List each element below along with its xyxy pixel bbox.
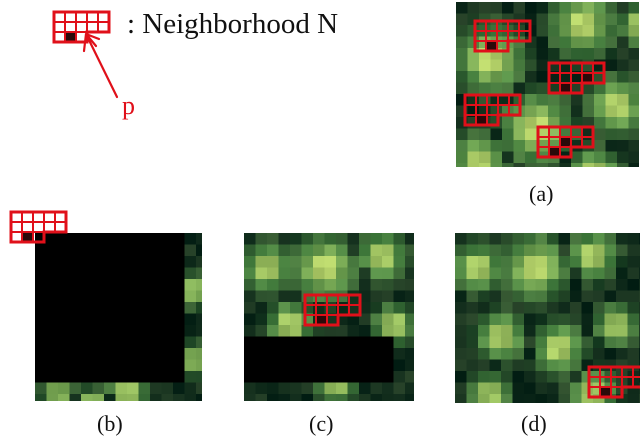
neighborhood-d bbox=[587, 365, 640, 399]
caption-a: (a) bbox=[529, 181, 553, 206]
texture-image-b bbox=[35, 233, 202, 401]
legend-text: : Neighborhood N bbox=[127, 8, 338, 40]
pointer-label: p bbox=[122, 91, 135, 120]
neighborhoods-a bbox=[463, 19, 606, 159]
neighborhood-icon bbox=[473, 19, 532, 53]
panel-b: (b) bbox=[9, 210, 202, 436]
panel-d: (d) bbox=[455, 233, 640, 436]
neighborhood-icon bbox=[536, 125, 595, 159]
caption-d: (d) bbox=[521, 411, 547, 436]
neighborhood-icon bbox=[587, 365, 640, 399]
neighborhood-b bbox=[9, 210, 68, 244]
panel-c: (c) bbox=[244, 233, 414, 436]
pointer-arrow-icon bbox=[82, 32, 119, 99]
neighborhood-icon bbox=[303, 293, 362, 327]
neighborhood-icon bbox=[9, 210, 68, 244]
texture-image-c bbox=[244, 233, 414, 401]
neighborhood-icon bbox=[463, 93, 522, 127]
panel-a: (a) bbox=[456, 2, 639, 206]
neighborhood-c bbox=[303, 293, 362, 327]
neighborhood-icon bbox=[547, 61, 606, 95]
neighborhood-icon bbox=[52, 10, 111, 44]
legend-neighborhood-icon bbox=[52, 10, 111, 44]
caption-b: (b) bbox=[97, 411, 123, 436]
caption-c: (c) bbox=[309, 411, 333, 436]
legend: p : Neighborhood N bbox=[52, 8, 338, 120]
